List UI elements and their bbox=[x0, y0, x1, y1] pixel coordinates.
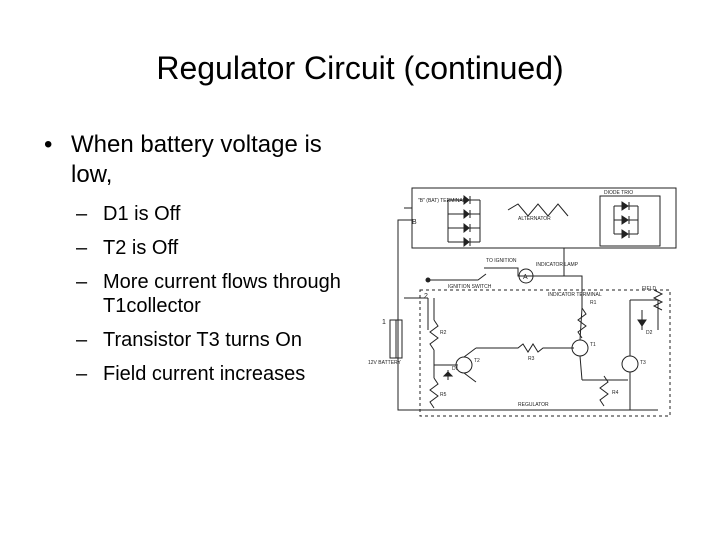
bullet-item: • When battery voltage is low, bbox=[44, 130, 364, 190]
bullet-marker: • bbox=[44, 131, 53, 158]
ammeter-symbol bbox=[518, 268, 534, 284]
indicator-terminal-label: INDICATOR TERMINAL bbox=[548, 292, 602, 298]
dash-marker: – bbox=[76, 329, 88, 351]
t1-transistor bbox=[571, 339, 589, 357]
bullet-list: • When battery voltage is low, –D1 is Of… bbox=[44, 130, 364, 396]
regulator-enclosure bbox=[419, 289, 671, 417]
r1-resistor bbox=[577, 307, 587, 339]
subbullet-item: –Transistor T3 turns On bbox=[76, 328, 364, 352]
indicator-lamp-label: INDICATOR LAMP bbox=[536, 262, 579, 268]
subbullet-text: T2 is Off bbox=[103, 237, 179, 259]
to-ignition-label: TO IGNITION bbox=[486, 258, 517, 264]
r3-label: R3 bbox=[528, 356, 535, 362]
terminal-1-label: 1 bbox=[382, 319, 386, 326]
regulator-label: REGULATOR bbox=[518, 402, 549, 408]
t1-label: T1 bbox=[590, 342, 596, 348]
battery-label: 12V BATTERY bbox=[368, 360, 402, 366]
r5-resistor bbox=[429, 377, 439, 409]
d1-label: D1 bbox=[452, 366, 459, 372]
r4-resistor bbox=[599, 375, 609, 407]
field-winding bbox=[630, 299, 659, 330]
t3-label: T3 bbox=[640, 360, 646, 366]
r5-label: R5 bbox=[440, 392, 447, 398]
alternator-label: ALTERNATOR bbox=[518, 216, 551, 222]
dash-marker: – bbox=[76, 271, 88, 293]
t2-label: T2 bbox=[474, 358, 480, 364]
subbullet-item: –More current flows through T1collector bbox=[76, 270, 364, 318]
subbullet-item: –T2 is Off bbox=[76, 236, 364, 260]
subbullet-text: D1 is Off bbox=[103, 203, 181, 225]
field-label: FIELD bbox=[642, 286, 657, 292]
subbullet-text: Field current increases bbox=[103, 363, 306, 385]
t3-transistor bbox=[621, 355, 639, 373]
r4-label: R4 bbox=[612, 390, 619, 396]
r2-label: R2 bbox=[440, 330, 447, 336]
r3-resistor bbox=[476, 343, 568, 353]
dash-marker: – bbox=[76, 203, 88, 225]
ground-bus bbox=[397, 219, 658, 411]
r1-label: R1 bbox=[590, 300, 597, 306]
stator-winding bbox=[507, 203, 569, 217]
ammeter-label: A bbox=[523, 274, 528, 281]
alternator-box bbox=[411, 187, 677, 249]
subbullet-text: More current flows through T1collector bbox=[103, 271, 341, 317]
subbullet-item: –Field current increases bbox=[76, 362, 364, 386]
r2-resistor bbox=[429, 319, 439, 351]
diode-trio-box bbox=[599, 195, 661, 247]
terminal-b-label: "B" (BAT) TERMINAL bbox=[418, 198, 466, 204]
circuit-svg: B "B" (BAT) TERMINAL ALTERNATOR DIODE TR… bbox=[368, 187, 677, 417]
ignition-switch-label: IGNITION SWITCH bbox=[448, 284, 492, 290]
d2-label: D2 bbox=[646, 330, 653, 336]
bullet-text: When battery voltage is low, bbox=[71, 131, 322, 188]
diode-trio bbox=[613, 201, 639, 239]
regulator-circuit-diagram: B "B" (BAT) TERMINAL ALTERNATOR DIODE TR… bbox=[368, 180, 678, 420]
rectifier-diodes bbox=[447, 194, 481, 248]
dash-marker: – bbox=[76, 237, 88, 259]
b-terminal-label: B bbox=[412, 219, 417, 226]
diode-trio-label: DIODE TRIO bbox=[604, 190, 633, 196]
dash-marker: – bbox=[76, 363, 88, 385]
slide-title: Regulator Circuit (continued) bbox=[156, 50, 564, 86]
terminal-2-label: 2 bbox=[424, 293, 428, 300]
subbullet-list: –D1 is Off –T2 is Off –More current flow… bbox=[44, 202, 364, 386]
subbullet-text: Transistor T3 turns On bbox=[103, 329, 302, 351]
subbullet-item: –D1 is Off bbox=[76, 202, 364, 226]
